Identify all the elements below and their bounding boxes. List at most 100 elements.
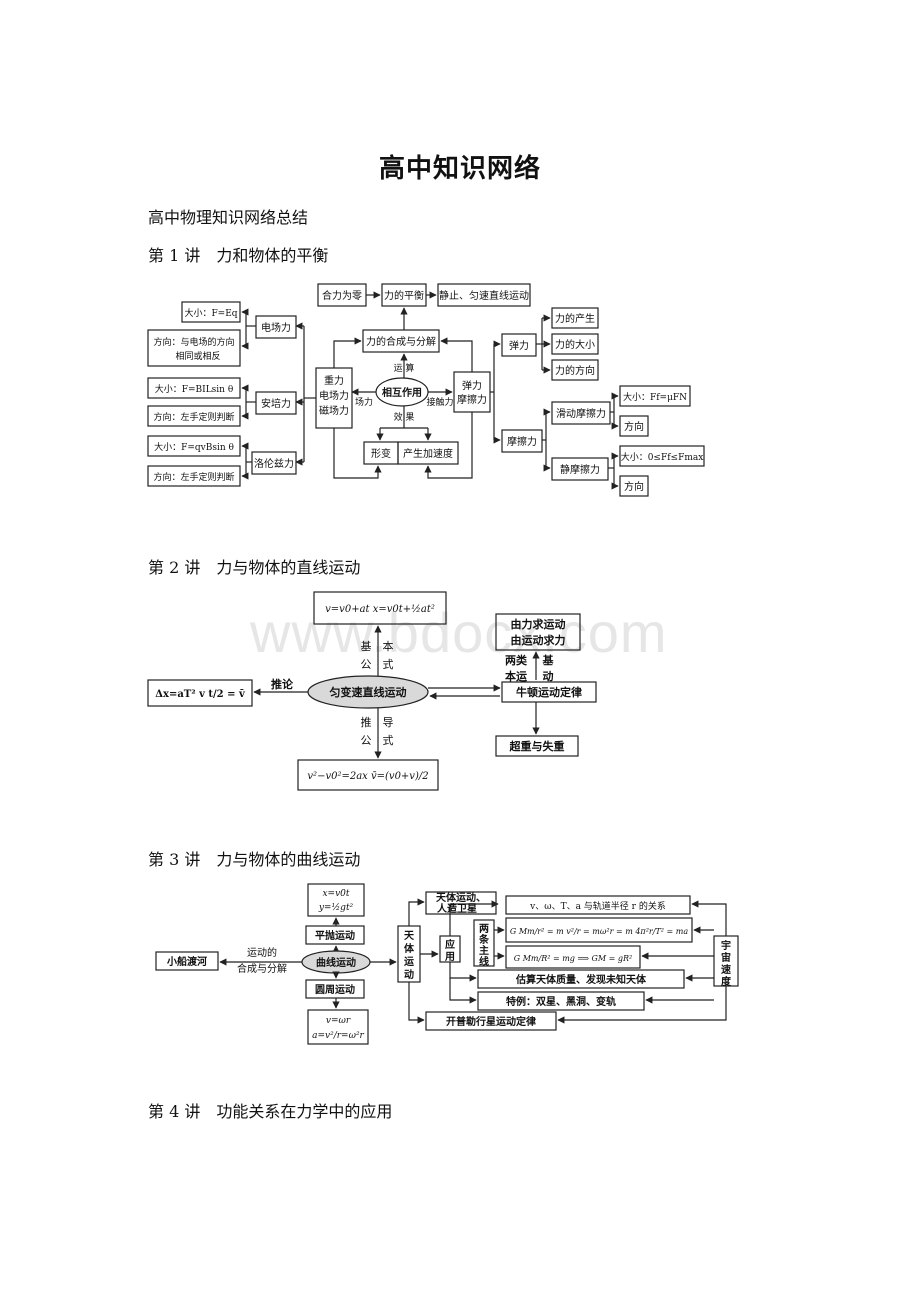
box-jm-size bbox=[619, 445, 705, 467]
box-d2-formula-bottom bbox=[297, 759, 439, 791]
label-jingmoca: 静摩擦力 bbox=[560, 463, 600, 476]
label-changli: 场力 bbox=[355, 396, 373, 408]
label-d3-quxian: 曲线运动 bbox=[316, 956, 356, 969]
box-tanli bbox=[501, 333, 537, 357]
box-ap-dir bbox=[147, 405, 241, 427]
label-hd-dir: 方向 bbox=[624, 420, 644, 433]
label-moca-c: 摩擦力 bbox=[457, 393, 487, 406]
label-jiasudu: 产生加速度 bbox=[403, 447, 453, 460]
box-dianchangli bbox=[255, 315, 297, 339]
label-dianchang: 电场力 bbox=[319, 389, 349, 402]
label-tl-item-0: 力的产生 bbox=[555, 312, 595, 325]
label-d3-kaipule: 开普勒行星运动定律 bbox=[446, 1015, 536, 1028]
label-d3-hecheng-1: 合成与分解 bbox=[237, 962, 287, 975]
label-d3-xiaochuan: 小船渡河 bbox=[166, 955, 207, 968]
label-jm-dir: 方向 bbox=[624, 480, 644, 493]
box-hd-dir bbox=[619, 415, 649, 437]
box-ll-dir bbox=[147, 465, 241, 487]
box-luolunzili bbox=[251, 451, 297, 475]
label-d2-shi2: 式 bbox=[383, 734, 394, 747]
label-d2-ji2: 基 bbox=[542, 653, 555, 667]
label-d2-gong2: 公 bbox=[361, 734, 372, 747]
box-tl-item-1 bbox=[551, 333, 599, 355]
lecture-2-heading: 第 2 讲力与物体的直线运动 bbox=[148, 558, 361, 577]
label-lipingheng: 力的平衡 bbox=[384, 289, 424, 302]
box-hecheng bbox=[362, 329, 440, 353]
box-jiasudu bbox=[397, 441, 459, 465]
diagram-1-labels: 合力为零 力的平衡 静止、匀速直线运动 力的合成与分解 相互作用 运 算 效 果… bbox=[153, 289, 703, 493]
diagram-2 bbox=[147, 591, 597, 791]
label-luolunzili: 洛伦兹力 bbox=[254, 457, 294, 470]
label-jm-size: 大小：0≤Ff≤Fmax bbox=[621, 451, 704, 463]
box-d3-eq2 bbox=[505, 945, 641, 969]
label-d3-eq2: G Mm/R² = mg ⟹ GM = gR² bbox=[514, 954, 632, 963]
label-d2-rt-0: 由力求运动 bbox=[511, 617, 566, 631]
label-d3-rel1: v、ω、T、a 与轨道半径 r 的关系 bbox=[529, 900, 666, 912]
diagram-3-labels: x=v0t y=½gt² 平抛运动 小船渡河 运动的 合成与分解 曲线运动 圆周… bbox=[166, 889, 732, 1041]
label-d3-liang: 两 bbox=[479, 923, 489, 935]
box-d2-niudun bbox=[501, 681, 597, 703]
diagram-2-labels: v=v0+at x=v0t+½at² 基 公 本 式 匀变速直线运动 推论 Δx… bbox=[155, 604, 582, 782]
box-d3-yuanzhou bbox=[305, 979, 365, 999]
box-tanli-moca bbox=[453, 371, 491, 413]
label-dc-dir-0: 方向：与电场的方向 bbox=[153, 336, 234, 348]
label-d3-zhu: 主 bbox=[479, 944, 489, 957]
label-tl-item-1: 力的大小 bbox=[555, 338, 595, 351]
label-d3-guzhi: 估算天体质量、发现未知天体 bbox=[515, 973, 647, 986]
lecture-4-heading: 第 4 讲功能关系在力学中的应用 bbox=[148, 1102, 393, 1121]
label-jingzhi: 静止、匀速直线运动 bbox=[439, 289, 529, 302]
box-ap-size bbox=[147, 377, 241, 399]
box-ll-size bbox=[147, 435, 241, 457]
label-d3-pingpao: 平抛运动 bbox=[315, 929, 355, 942]
label-hezl: 合力为零 bbox=[322, 289, 362, 302]
diagram-3 bbox=[155, 883, 739, 1045]
box-dc-dir bbox=[147, 329, 241, 367]
label-d2-center: 匀变速直线运动 bbox=[330, 685, 407, 699]
label-ap-dir: 方向：左手定则判断 bbox=[153, 411, 234, 423]
box-mocali bbox=[501, 429, 543, 453]
label-xingbian: 形变 bbox=[371, 447, 391, 460]
label-ll-dir: 方向：左手定则判断 bbox=[153, 471, 234, 483]
label-d3-tiao: 条 bbox=[478, 933, 490, 946]
label-d3-yz-0: v=ωr bbox=[326, 1016, 351, 1026]
label-d3-su: 速 bbox=[721, 963, 731, 976]
label-d2-dong: 动 bbox=[543, 669, 554, 683]
box-d3-kaipule bbox=[425, 1011, 557, 1031]
label-d3-ti: 体 bbox=[404, 942, 415, 955]
label-d3-tian: 天 bbox=[404, 930, 415, 942]
label-d3-hecheng-0: 运动的 bbox=[247, 946, 277, 959]
box-jm-dir bbox=[619, 475, 649, 497]
label-xianghu: 相互作用 bbox=[382, 386, 422, 399]
label-d2-formula-bottom: v²−v0²=2ax v̄=(v0+v)/2 bbox=[307, 771, 428, 782]
label-d2-benyun: 本运 bbox=[505, 669, 527, 683]
label-d2-tui: 推 bbox=[361, 715, 372, 729]
label-tl-item-2: 力的方向 bbox=[555, 364, 595, 377]
label-dc-dir-1: 相同或相反 bbox=[175, 350, 220, 362]
label-d2-shi: 式 bbox=[383, 658, 394, 671]
label-d2-lianglei: 两类 bbox=[505, 653, 528, 667]
label-d3-teli: 特例：双星、黑洞、变轨 bbox=[506, 995, 616, 1008]
box-d3-eq1 bbox=[505, 917, 693, 943]
doc-subtitle: 高中物理知识网络总结 bbox=[148, 208, 309, 227]
label-d3-pp-0: x=v0t bbox=[322, 889, 349, 899]
box-hd-size bbox=[619, 385, 691, 407]
label-d2-ben: 本 bbox=[383, 639, 394, 653]
label-d3-rzwx-0: 天体运动、 bbox=[436, 891, 486, 904]
label-anpeili: 安培力 bbox=[261, 397, 291, 410]
label-yunsuan: 运 算 bbox=[394, 362, 415, 374]
label-tanli-c: 弹力 bbox=[462, 379, 482, 392]
label-d2-niudun: 牛顿运动定律 bbox=[516, 685, 582, 699]
label-d2-gong: 公 bbox=[361, 658, 372, 671]
label-d2-chaozhong: 超重与失重 bbox=[509, 739, 565, 753]
lecture-1-heading: 第 1 讲力和物体的平衡 bbox=[148, 246, 329, 265]
label-hd-size: 大小：Ff=μFN bbox=[623, 391, 687, 403]
box-d3-formula-yz bbox=[307, 1009, 369, 1045]
box-d3-pingpao bbox=[305, 925, 365, 945]
label-dianchangli: 电场力 bbox=[261, 321, 291, 334]
label-d3-yuanzhou: 圆周运动 bbox=[315, 983, 355, 996]
box-d2-chaozhong bbox=[495, 735, 579, 757]
box-jingmoca bbox=[551, 457, 609, 481]
label-mocali: 摩擦力 bbox=[507, 435, 537, 448]
lecture-3-heading: 第 3 讲力与物体的曲线运动 bbox=[148, 850, 361, 869]
box-tl-item-2 bbox=[551, 359, 599, 381]
